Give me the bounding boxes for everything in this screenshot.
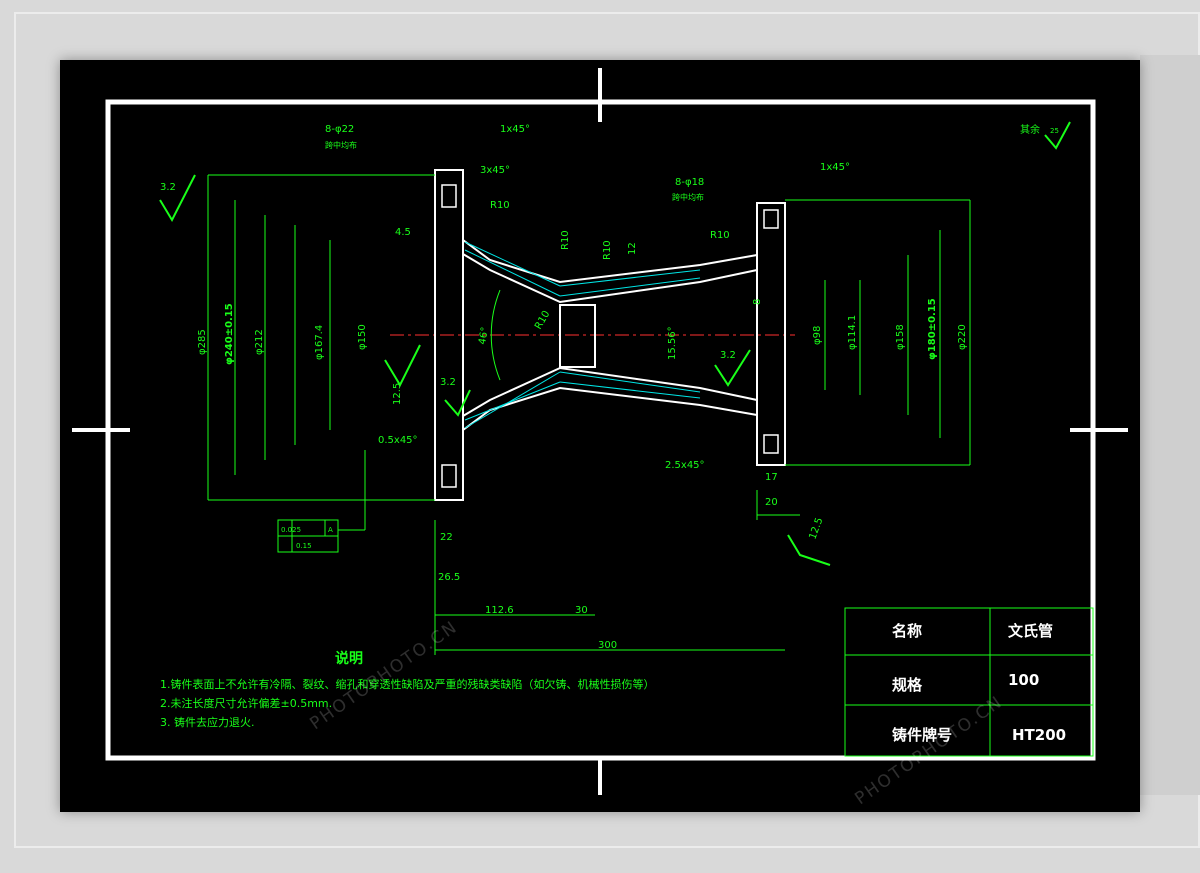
dim-w265: 26.5 — [438, 572, 460, 583]
roughness-32-a: 3.2 — [160, 182, 176, 193]
dim-r10-b: R10 — [710, 230, 730, 241]
roughness-25: 25 — [1050, 127, 1059, 135]
title-name-label: 名称 — [892, 622, 922, 640]
tolerance-frame — [277, 450, 366, 553]
dim-ang1556: 15.56° — [667, 326, 678, 360]
dim-d98: φ98 — [812, 326, 823, 345]
drawing-canvas: 8-φ22 跨中均布 1x45° 3x45° R10 4.5 8-φ18 跨中均… — [60, 60, 1140, 812]
dim-w20: 20 — [765, 497, 778, 508]
dim-t45: 4.5 — [395, 227, 411, 238]
dim-d212: φ212 — [254, 329, 265, 355]
dim-holes-right: 8-φ18 — [675, 177, 704, 188]
dim-t12: 12 — [627, 242, 638, 255]
dim-d220: φ220 — [957, 324, 968, 350]
dim-d285: φ285 — [197, 329, 208, 355]
title-spec-label: 规格 — [892, 676, 923, 694]
cad-drawing: 8-φ22 跨中均布 1x45° 3x45° R10 4.5 8-φ18 跨中均… — [72, 68, 1128, 809]
dim-holes-left: 8-φ22 — [325, 124, 354, 135]
dim-r10-a: R10 — [490, 200, 510, 211]
dim-chamfer-1x45-left: 1x45° — [500, 124, 530, 135]
centering-marks — [72, 68, 1128, 795]
dim-l300: 300 — [598, 640, 617, 651]
tolerance-value-1: 0.025 — [281, 526, 301, 534]
dim-d158: φ158 — [895, 324, 906, 350]
dim-r10-e: R10 — [533, 309, 552, 332]
dim-w22: 22 — [440, 532, 453, 543]
roughness-125: 12.5 — [807, 516, 825, 541]
dim-t125: 12.5 — [392, 383, 403, 405]
watermark-2: PHOTOPHOTO.CN — [851, 692, 1006, 809]
tolerance-datum: A — [328, 526, 333, 534]
title-material-label: 铸件牌号 — [892, 726, 952, 744]
tolerance-value-2: 0.15 — [296, 542, 312, 550]
venturi-profile — [434, 169, 786, 501]
dim-d1141: φ114.1 — [847, 315, 858, 350]
background-sheet-edge — [1140, 55, 1200, 795]
roughness-symbols — [159, 121, 1071, 566]
roughness-other-label: 其余 — [1020, 123, 1040, 136]
dim-holes-left-note: 跨中均布 — [325, 140, 357, 150]
note-line-3: 3. 铸件去应力退火. — [160, 715, 255, 729]
roughness-32-b: 3.2 — [440, 377, 456, 388]
flange-holes — [441, 184, 779, 488]
dim-d180: φ180±0.15 — [927, 298, 938, 360]
dim-w17: 17 — [765, 472, 778, 483]
dimension-lines — [207, 174, 971, 655]
dim-l30: 30 — [575, 605, 588, 616]
dim-d240: φ240±0.15 — [224, 303, 235, 365]
watermark-1: PHOTOPHOTO.CN — [306, 617, 461, 734]
title-block-grid — [844, 607, 1094, 757]
note-line-1: 1.铸件表面上不允许有冷隔、裂纹、缩孔和穿透性缺陷及严重的残缺类缺陷（如欠铸、机… — [160, 677, 655, 691]
dim-chamfer-05x45: 0.5x45° — [378, 435, 418, 446]
title-spec-value: 100 — [1008, 671, 1039, 689]
roughness-32-c: 3.2 — [720, 350, 736, 361]
dim-d1674: φ167.4 — [314, 325, 325, 360]
dim-r10-c: R10 — [560, 230, 571, 250]
dim-l1126: 112.6 — [485, 605, 514, 616]
dim-ang46: 46° — [477, 326, 491, 345]
notes-title: 说明 — [335, 650, 363, 667]
dim-chamfer-25x45: 2.5x45° — [665, 460, 705, 471]
dim-chamfer-1x45-right: 1x45° — [820, 162, 850, 173]
section-hatching — [464, 241, 701, 429]
title-material-value: HT200 — [1012, 726, 1066, 744]
note-line-2: 2.未注长度尺寸允许偏差±0.5mm. — [160, 696, 332, 710]
dim-t8: 8 — [752, 299, 763, 305]
dim-holes-right-note: 跨中均布 — [672, 192, 704, 202]
title-name-value: 文氏管 — [1008, 622, 1053, 640]
dim-r10-d: R10 — [602, 240, 613, 260]
dim-chamfer-3x45: 3x45° — [480, 165, 510, 176]
dim-d150: φ150 — [357, 324, 368, 350]
